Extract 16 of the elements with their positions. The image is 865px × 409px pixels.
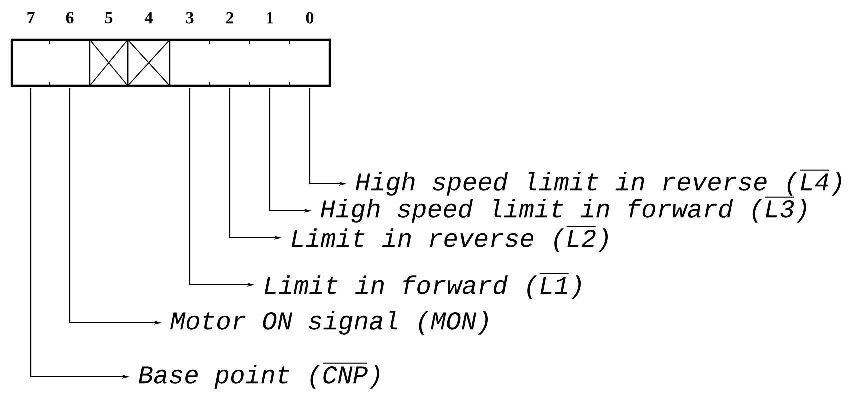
register-bit-cell: 2 bbox=[208, 12, 252, 88]
signal-label: High speed limit in reverse (L4) bbox=[356, 170, 842, 196]
register-bit-cell: 0 bbox=[288, 12, 332, 88]
register-bit-cell: 4 bbox=[126, 12, 172, 88]
signal-label: Limit in reverse (L2) bbox=[292, 226, 608, 252]
signal-label: Motor ON signal (MON) bbox=[170, 311, 488, 335]
register-bit-cell: 6 bbox=[48, 12, 92, 88]
signal-label: Limit in forward (L1) bbox=[264, 273, 582, 300]
node-label: 4 bbox=[144, 12, 153, 24]
register-bit-cell: 7 bbox=[10, 12, 52, 88]
signal-label: High speed limit in forward (L3) bbox=[320, 196, 806, 223]
register-bit-cell: 1 bbox=[248, 12, 292, 88]
signal-label: Base point (CNP) bbox=[138, 362, 380, 389]
node-label: 5 bbox=[105, 12, 113, 24]
register-bit-cell: 3 bbox=[168, 12, 212, 88]
register-bit-cell: 5 bbox=[88, 12, 130, 88]
